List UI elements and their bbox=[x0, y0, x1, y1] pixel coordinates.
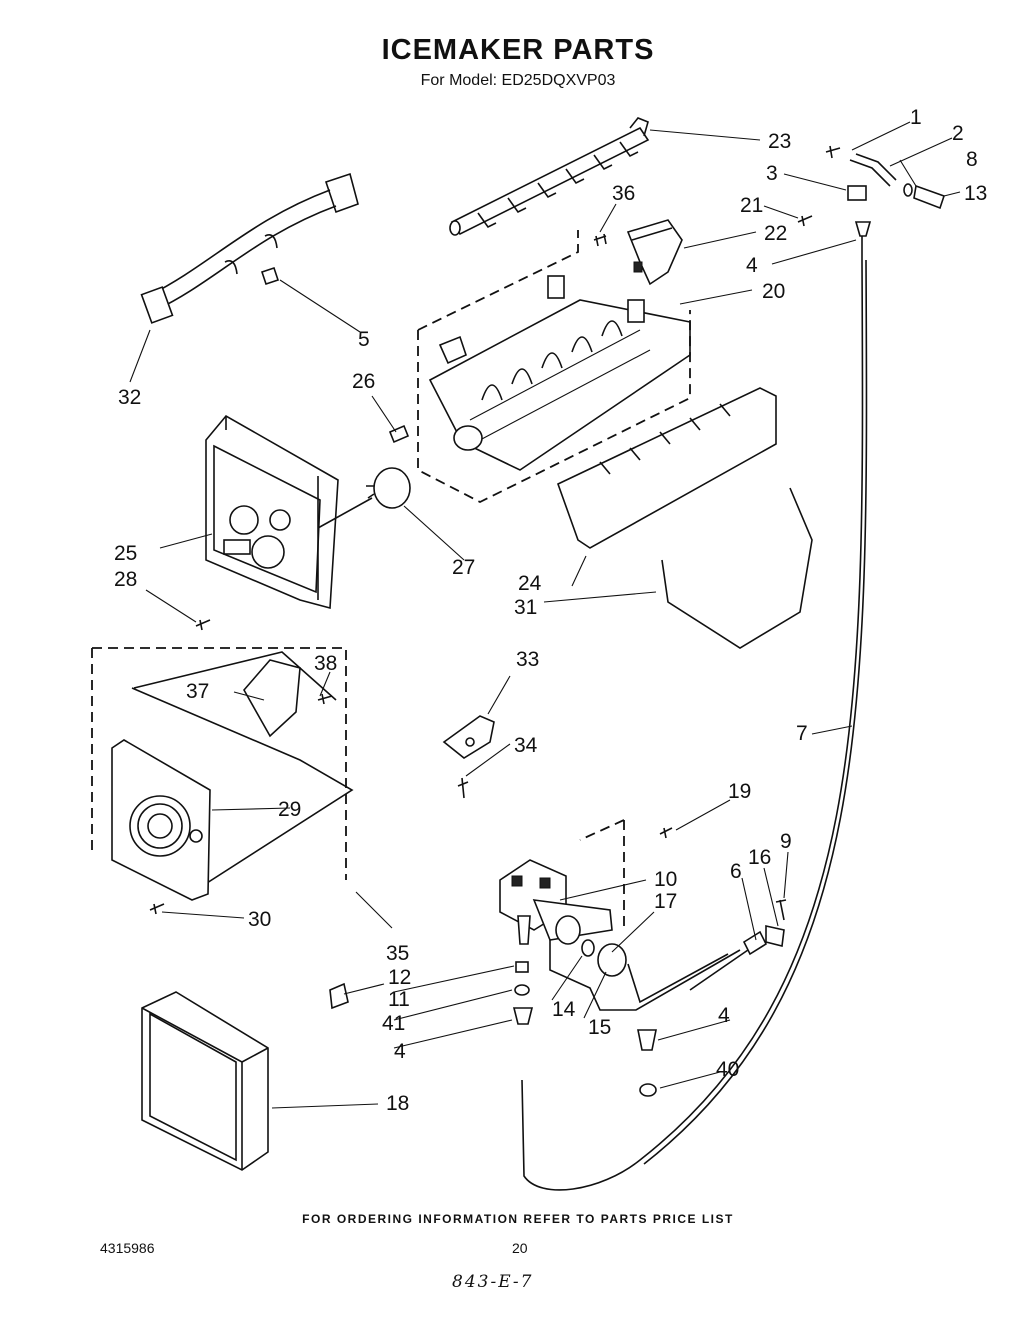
front-cover-part-18 bbox=[141, 991, 269, 1171]
callout-38: 38 bbox=[314, 652, 337, 675]
fill-cup-part-22 bbox=[626, 219, 683, 286]
ordering-note: FOR ORDERING INFORMATION REFER TO PARTS … bbox=[302, 1212, 734, 1226]
module-kit-part-35 bbox=[91, 647, 354, 915]
water-valve-part-10 bbox=[499, 819, 673, 945]
document-number: 4315986 bbox=[100, 1240, 155, 1256]
callout-34: 34 bbox=[514, 734, 538, 757]
callout-13: 13 bbox=[964, 182, 987, 205]
callout-30: 30 bbox=[248, 908, 271, 931]
callout-4-bottom-left: 4 bbox=[394, 1040, 406, 1063]
callout-3: 3 bbox=[766, 162, 778, 185]
callout-11: 11 bbox=[388, 988, 410, 1011]
screw-part-28 bbox=[195, 619, 211, 631]
callout-1: 1 bbox=[910, 106, 922, 129]
callout-6: 6 bbox=[730, 860, 742, 883]
callout-35: 35 bbox=[386, 942, 409, 965]
tube-fittings-top-right bbox=[797, 145, 946, 237]
callout-26: 26 bbox=[352, 370, 375, 393]
callout-8: 8 bbox=[966, 148, 978, 171]
callout-29: 29 bbox=[278, 798, 301, 821]
fill-tube-part-7 bbox=[521, 230, 868, 1191]
callout-19: 19 bbox=[728, 780, 751, 803]
wire-harness-part-32 bbox=[140, 172, 359, 324]
callout-10: 10 bbox=[654, 868, 677, 891]
callout-4-bottom-right: 4 bbox=[718, 1004, 730, 1027]
leader-lines bbox=[129, 121, 961, 1109]
page-title: ICEMAKER PARTS bbox=[381, 34, 655, 66]
callout-36: 36 bbox=[612, 182, 635, 205]
callout-9: 9 bbox=[780, 830, 792, 853]
callout-17: 17 bbox=[654, 890, 677, 913]
small-fittings-parts-12-11-41-4-40 bbox=[329, 961, 657, 1097]
callout-23: 23 bbox=[768, 130, 791, 153]
callout-12: 12 bbox=[388, 966, 411, 989]
callout-27: 27 bbox=[452, 556, 475, 579]
stripper-part-24 bbox=[557, 387, 777, 549]
callout-31: 31 bbox=[514, 596, 537, 619]
mold-part-20 bbox=[417, 230, 691, 504]
callout-24: 24 bbox=[518, 572, 542, 595]
page-number: 20 bbox=[512, 1240, 528, 1256]
module-housing-part-25 bbox=[205, 414, 339, 610]
callout-32: 32 bbox=[118, 386, 141, 409]
callout-15: 15 bbox=[588, 1016, 611, 1039]
callout-25: 25 bbox=[114, 542, 137, 565]
callout-40: 40 bbox=[716, 1058, 739, 1081]
handwritten-note: 843-E-7 bbox=[452, 1272, 534, 1292]
inlet-tube-parts-6-16-9 bbox=[689, 899, 787, 991]
callout-37: 37 bbox=[186, 680, 209, 703]
clip-part-5 bbox=[260, 266, 280, 286]
callout-33: 33 bbox=[516, 648, 539, 671]
thermostat-part-27 bbox=[317, 467, 411, 529]
callout-7: 7 bbox=[796, 722, 808, 745]
model-subtitle: For Model: ED25DQXVP03 bbox=[420, 72, 616, 89]
callout-20: 20 bbox=[762, 280, 785, 303]
callout-22: 22 bbox=[764, 222, 787, 245]
bail-arm-part-31 bbox=[661, 487, 813, 649]
callout-16: 16 bbox=[748, 846, 771, 869]
callout-18: 18 bbox=[386, 1092, 409, 1115]
callout-2: 2 bbox=[952, 122, 964, 145]
ejector-part-23 bbox=[449, 117, 650, 236]
callout-28: 28 bbox=[114, 568, 137, 591]
clip-part-26 bbox=[388, 424, 410, 444]
callout-14: 14 bbox=[552, 998, 576, 1021]
callout-4-top: 4 bbox=[746, 254, 758, 277]
cover-part-33 bbox=[442, 715, 495, 799]
callout-5: 5 bbox=[358, 328, 370, 351]
screw-part-36 bbox=[593, 233, 607, 247]
callout-21: 21 bbox=[740, 194, 763, 217]
callout-41: 41 bbox=[382, 1012, 405, 1035]
valve-inlet-parts-14-15-17 bbox=[549, 939, 741, 1011]
callout-labels: 1 2 3 8 13 21 4 23 36 22 20 5 32 26 27 2… bbox=[114, 106, 987, 1115]
